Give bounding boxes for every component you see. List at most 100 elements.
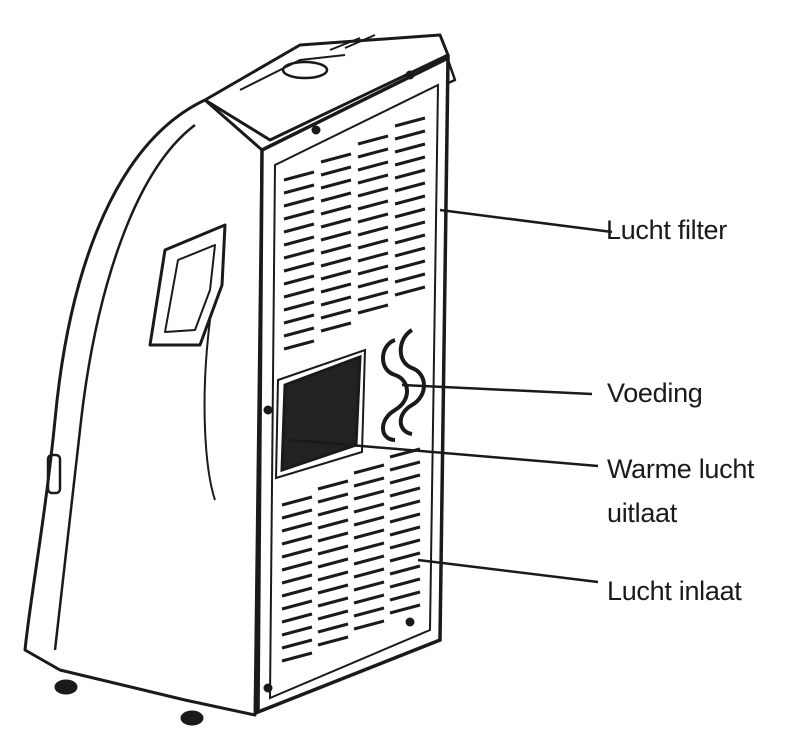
louvre-slat [357,238,389,250]
louvre-slat [283,339,315,351]
label-air-inlet: Lucht inlaat [607,576,742,606]
louvre-slat [283,196,315,208]
leader-lines [289,208,613,584]
louvre-slat [394,207,426,219]
louvre-slat [320,178,352,190]
air-inlet-grille [281,447,421,663]
louvre-slat [357,225,389,237]
louvre-slat [317,622,349,634]
leader-warm-air-outlet [289,438,599,468]
louvre-slat [394,129,426,141]
louvre-slat [317,492,349,504]
louvre-slat [357,160,389,172]
louvre-slat [317,596,349,608]
louvre-slat [357,199,389,211]
louvre-slat [357,212,389,224]
louvre-slat [357,290,389,302]
air-filter-grille [283,116,426,351]
louvre-slat [317,518,349,530]
louvre-slat [317,531,349,543]
louvre-slat [283,300,315,312]
louvre-slat [353,593,385,605]
louvre-slat [317,609,349,621]
louvre-slat [357,173,389,185]
louvre-slat [394,142,426,154]
louvre-slat [283,248,315,260]
louvre-slat [317,479,349,491]
labels: Lucht filter Voeding Warme lucht uitlaat… [606,215,755,606]
louvre-slat [394,194,426,206]
louvre-slat [320,282,352,294]
louvre-slat [283,261,315,273]
leader-air-inlet [417,558,599,584]
louvre-slat [353,528,385,540]
louvre-slat [281,651,313,663]
louvre-slat [353,541,385,553]
louvre-slat [281,573,313,585]
louvre-slat [320,295,352,307]
louvre-slat [320,230,352,242]
louvre-slat [320,243,352,255]
louvre-slat [353,619,385,631]
louvre-slat [357,251,389,263]
louvre-slat [320,204,352,216]
louvre-slat [281,495,313,507]
louvre-slat [283,313,315,325]
leader-air-filter [439,208,613,234]
label-power: Voeding [607,378,703,408]
louvre-slat [320,308,352,320]
louvre-slat [281,625,313,637]
louvre-slat [389,525,421,537]
louvre-slat [357,303,389,315]
leader-power [401,383,593,396]
louvre-slat [281,560,313,572]
louvre-slat [353,606,385,618]
louvre-slat [389,564,421,576]
louvre-slat [317,583,349,595]
louvre-slat [353,567,385,579]
louvre-slat [353,489,385,501]
louvre-slat [357,147,389,159]
louvre-slat [283,209,315,221]
louvre-slat [281,508,313,520]
louvre-slat [389,538,421,550]
unit-body [23,33,457,726]
louvre-slat [283,287,315,299]
louvre-slat [353,502,385,514]
louvre-slat [394,233,426,245]
louvre-slat [394,220,426,232]
louvre-slat [394,259,426,271]
louvre-slat [320,269,352,281]
louvre-slat [394,246,426,258]
louvre-slat [317,570,349,582]
louvre-slat [389,512,421,524]
louvre-slat [389,551,421,563]
louvre-slat [353,463,385,475]
louvre-slat [394,285,426,297]
louvre-slat [320,321,352,333]
louvre-slat [357,134,389,146]
louvre-slat [283,274,315,286]
louvre-slat [283,183,315,195]
louvre-slat [394,155,426,167]
louvre-slat [389,590,421,602]
louvre-slat [320,191,352,203]
louvre-slat [317,544,349,556]
louvre-slat [317,505,349,517]
louvre-slat [281,547,313,559]
louvre-slat [320,217,352,229]
louvre-slat [353,476,385,488]
louvre-slat [317,635,349,647]
louvre-slat [320,256,352,268]
louvre-slat [320,152,352,164]
louvre-slat [281,521,313,533]
louvre-slat [389,499,421,511]
louvre-slat [389,473,421,485]
louvre-slat [394,181,426,193]
louvre-slat [357,264,389,276]
louvre-slat [281,612,313,624]
label-warm-air-outlet-line2: uitlaat [607,498,678,528]
label-air-filter: Lucht filter [606,215,727,245]
louvre-slat [389,486,421,498]
louvre-slat [353,515,385,527]
